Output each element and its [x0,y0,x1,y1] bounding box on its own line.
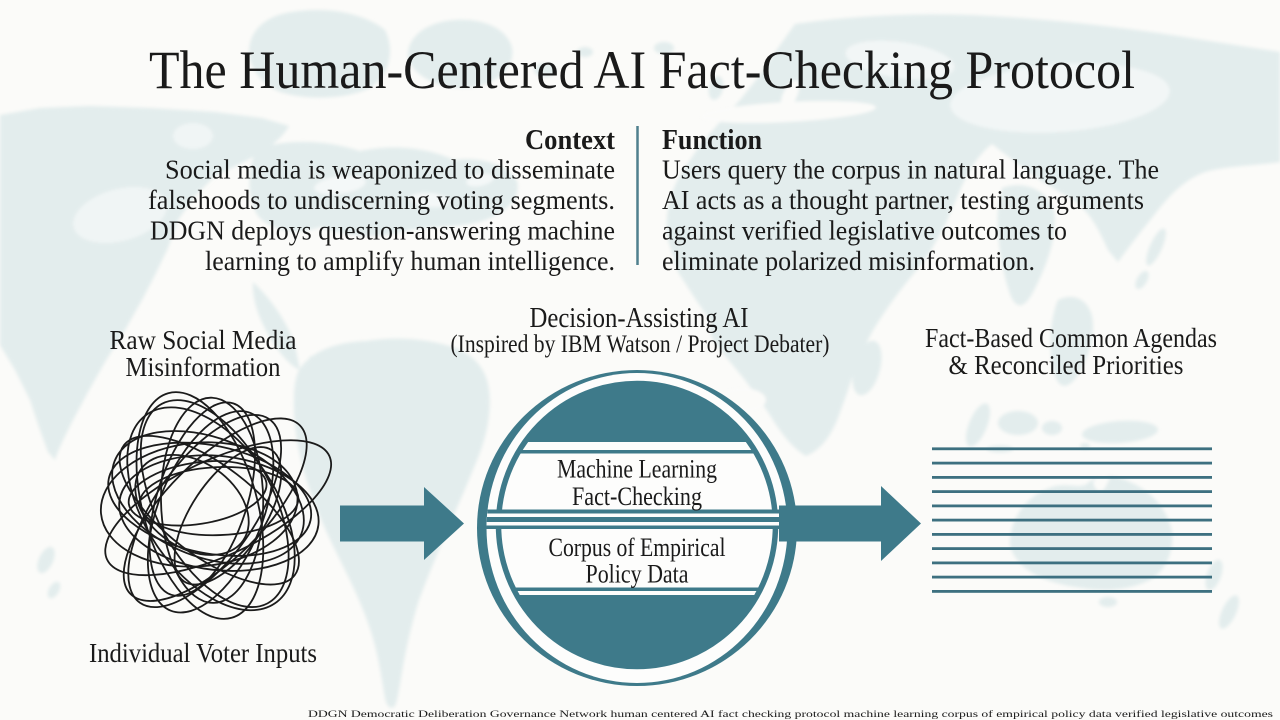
svg-text:Misinformation: Misinformation [126,352,281,382]
svg-text:DDGN Democratic Deliberation G: DDGN Democratic Deliberation Governance … [308,709,1274,719]
svg-text:The Human-Centered AI Fact-Che: The Human-Centered AI Fact-Checking Prot… [149,40,1135,100]
svg-text:Users query the corpus in natu: Users query the corpus in natural langua… [662,155,1159,185]
svg-text:Decision-Assisting AI: Decision-Assisting AI [530,303,749,334]
svg-text:AI acts as a thought partner,: AI acts as a thought partner, testing ar… [662,185,1144,215]
svg-text:Social media is weaponized to: Social media is weaponized to disseminat… [165,155,615,185]
svg-text:Individual Voter Inputs: Individual Voter Inputs [89,638,317,668]
svg-text:Raw Social Media: Raw Social Media [110,325,297,355]
svg-text:eliminate polarized misinforma: eliminate polarized misinformation. [662,246,1035,276]
svg-text:(Inspired by IBM Watson / Proj: (Inspired by IBM Watson / Project Debate… [451,331,830,358]
svg-text:& Reconciled Priorities: & Reconciled Priorities [949,350,1184,380]
svg-text:Fact-Checking: Fact-Checking [572,482,702,511]
svg-text:Machine Learning: Machine Learning [557,455,717,484]
svg-text:Policy Data: Policy Data [586,560,689,589]
svg-text:Function: Function [662,124,762,156]
svg-text:against verified legislative o: against verified legislative outcomes to [662,216,1067,246]
svg-text:learning to amplify human inte: learning to amplify human intelligence. [205,246,615,276]
svg-text:Corpus of Empirical: Corpus of Empirical [549,533,726,562]
svg-text:Fact-Based Common Agendas: Fact-Based Common Agendas [925,323,1217,353]
svg-text:DDGN deploys question-answerin: DDGN deploys question-answering machine [150,216,615,246]
svg-text:falsehoods to undiscerning vot: falsehoods to undiscerning voting segmen… [148,185,615,215]
svg-text:Context: Context [525,124,615,156]
